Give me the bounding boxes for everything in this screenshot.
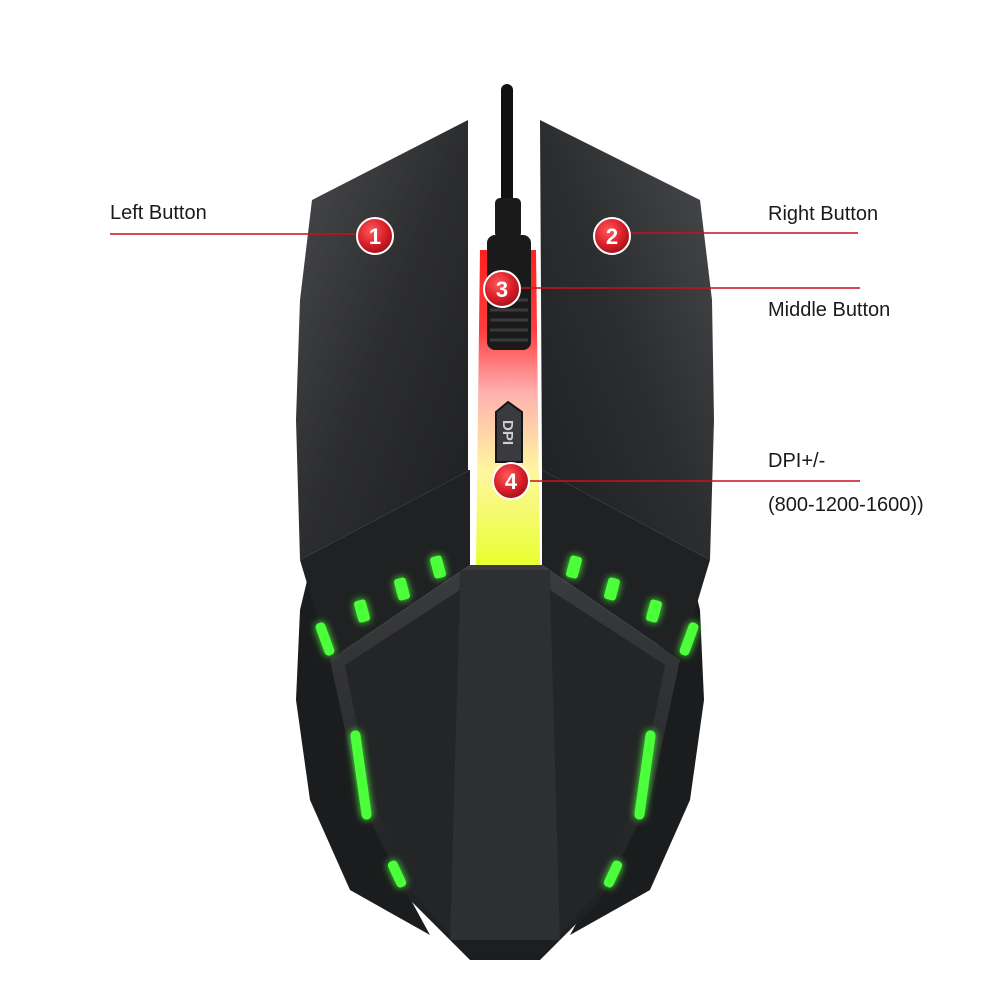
- led-side-l-bot: [387, 860, 407, 888]
- badge-3-number: 3: [496, 277, 508, 302]
- badge-4-number: 4: [505, 469, 518, 494]
- dpi-key[interactable]: DPI: [495, 400, 523, 463]
- badge-3: 3: [483, 270, 521, 308]
- palm-rest-facet-right: [550, 590, 665, 935]
- badge-1: 1: [356, 217, 394, 255]
- led-side-r-bot: [603, 860, 623, 888]
- callout-lines: [110, 232, 860, 482]
- green-led-group: [315, 555, 699, 888]
- led-r3: [646, 599, 662, 623]
- dpi-key-label: DPI: [499, 420, 516, 445]
- badge-2-number: 2: [606, 224, 618, 249]
- led-side-l-top: [315, 622, 335, 656]
- label-right-button: Right Button: [768, 203, 879, 225]
- label-dpi: DPI+/-: [768, 450, 826, 472]
- cable-strain-relief: [495, 198, 521, 238]
- led-l1: [430, 555, 446, 579]
- label-dpi-values: (800-1200-1600)): [768, 494, 924, 516]
- led-r1: [566, 555, 582, 579]
- led-r2: [604, 577, 620, 601]
- led-side-r-top: [679, 622, 699, 656]
- led-side-r-mid: [634, 730, 656, 820]
- palm-rest-center: [450, 570, 560, 940]
- badge-2: 2: [593, 217, 631, 255]
- left-button-shell[interactable]: [296, 120, 470, 560]
- label-left-button: Left Button: [110, 202, 207, 224]
- led-side-l-mid: [350, 730, 372, 820]
- led-l3: [354, 599, 370, 623]
- badge-4: 4: [492, 462, 530, 500]
- badge-1-number: 1: [369, 224, 381, 249]
- palm-rest-facet-left: [345, 590, 460, 935]
- lower-band-right: [542, 470, 710, 660]
- lower-band-left: [300, 470, 470, 660]
- label-middle-button: Middle Button: [768, 299, 891, 321]
- led-l2: [394, 577, 410, 601]
- right-button-shell[interactable]: [540, 120, 714, 560]
